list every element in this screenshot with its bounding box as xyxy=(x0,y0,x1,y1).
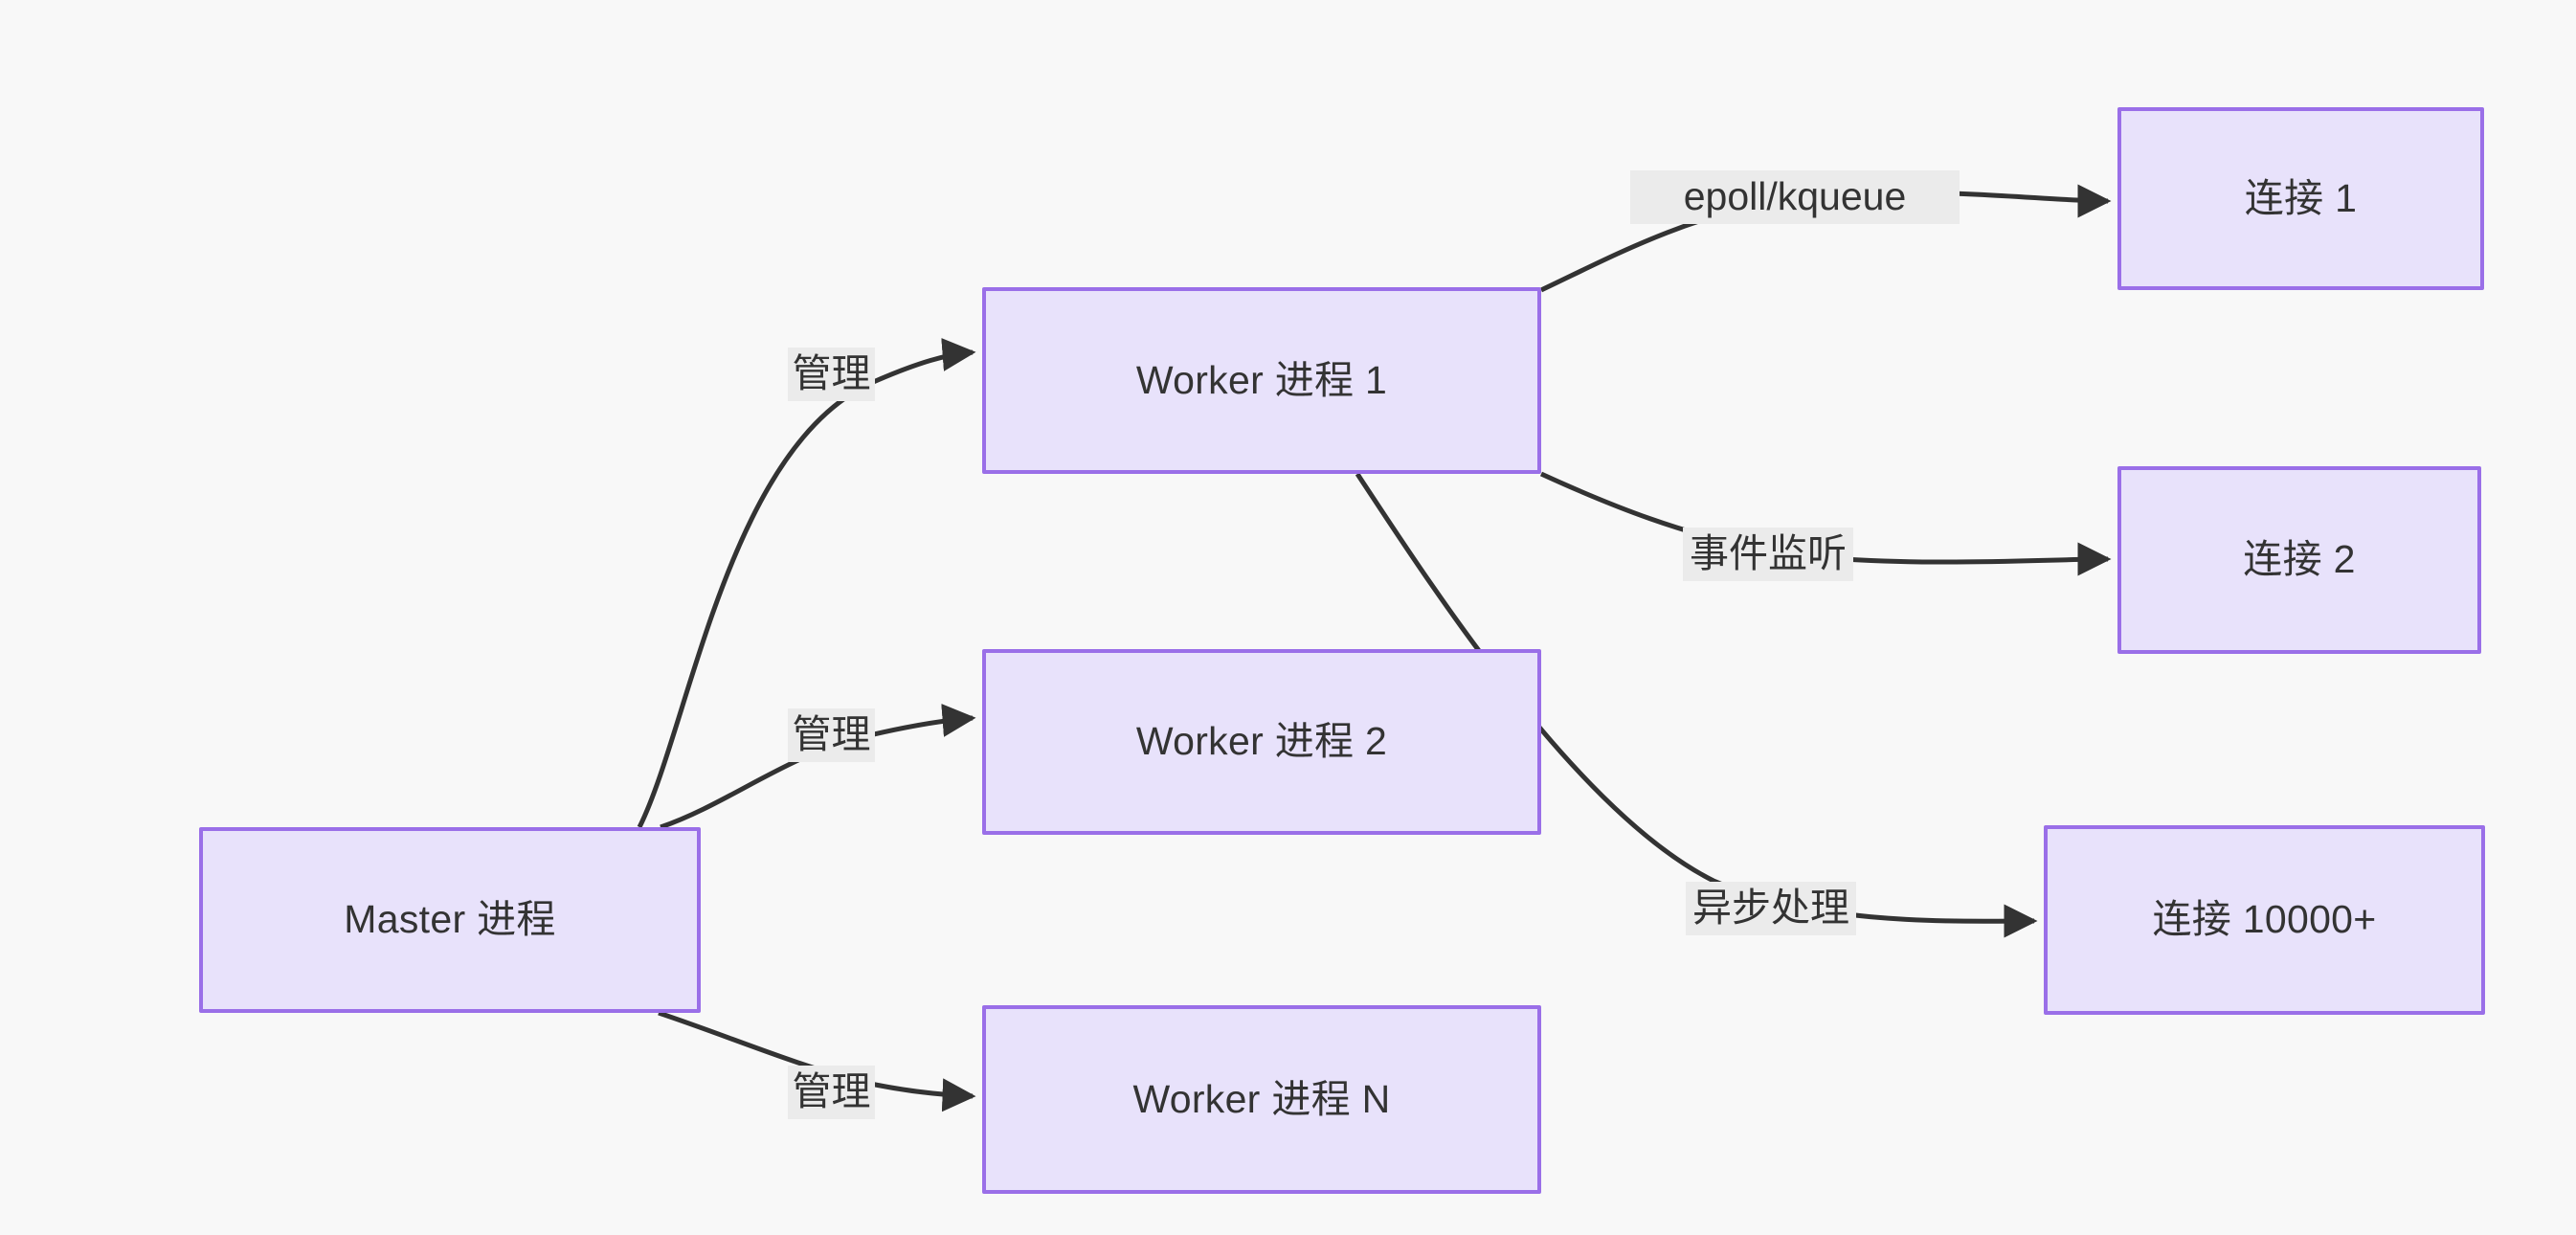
edge-label-worker1-conn2: 事件监听 xyxy=(1683,528,1853,581)
edge-label-text: 管理 xyxy=(792,351,871,396)
edge-label-worker1-conn1: epoll/kqueue xyxy=(1630,170,1960,224)
node-connection-1-label: 连接 1 xyxy=(2244,175,2358,220)
edge-label-text: 管理 xyxy=(792,1069,871,1114)
node-master[interactable]: Master 进程 xyxy=(199,827,701,1013)
edge-label-worker1-connN: 异步处理 xyxy=(1686,882,1856,935)
edge-label-text: 管理 xyxy=(792,712,871,757)
node-worker-n[interactable]: Worker 进程 N xyxy=(982,1005,1541,1194)
edge-label-text: 事件监听 xyxy=(1690,531,1847,576)
edge-label-master-worker2: 管理 xyxy=(788,708,875,762)
node-worker-1-label: Worker 进程 1 xyxy=(1135,357,1388,402)
node-connection-2[interactable]: 连接 2 xyxy=(2117,466,2481,654)
node-worker-1[interactable]: Worker 进程 1 xyxy=(982,287,1541,474)
node-worker-2-label: Worker 进程 2 xyxy=(1135,719,1388,764)
node-master-label: Master 进程 xyxy=(344,897,556,942)
edge-label-text: 异步处理 xyxy=(1692,886,1849,931)
node-connection-2-label: 连接 2 xyxy=(2243,537,2356,582)
node-connection-10000-plus[interactable]: 连接 10000+ xyxy=(2044,825,2485,1015)
edge-label-text: epoll/kqueue xyxy=(1683,174,1907,219)
node-worker-2[interactable]: Worker 进程 2 xyxy=(982,649,1541,835)
node-worker-n-label: Worker 进程 N xyxy=(1132,1076,1391,1121)
node-connection-10000-plus-label: 连接 10000+ xyxy=(2152,897,2377,942)
edge-label-master-workerN: 管理 xyxy=(788,1066,875,1119)
node-connection-1[interactable]: 连接 1 xyxy=(2117,107,2484,290)
edge-label-master-worker1: 管理 xyxy=(788,348,875,401)
